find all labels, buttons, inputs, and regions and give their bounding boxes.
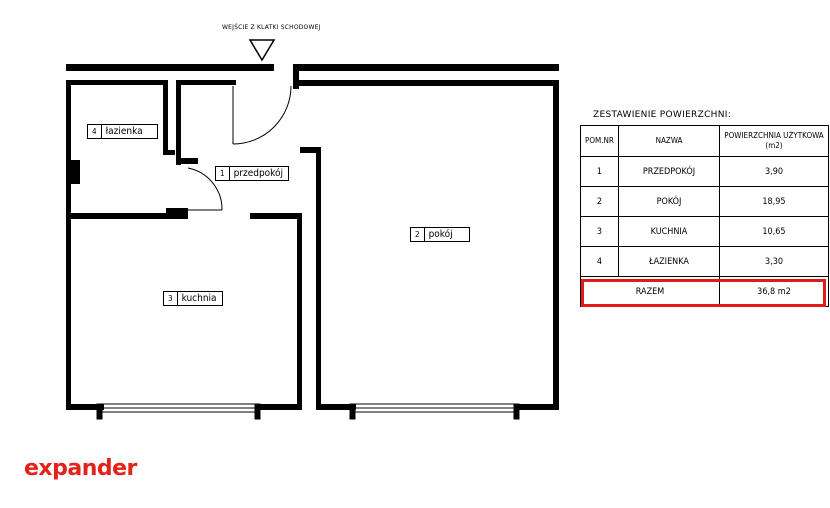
cell-nr: 3 — [580, 216, 619, 247]
wall-room-left — [316, 147, 321, 410]
room-name: kuchnia — [181, 293, 217, 304]
wall-bath-right — [163, 80, 168, 155]
table-row: 3 KUCHNIA 10,65 — [580, 216, 829, 247]
room-label-kitchen: 3 kuchnia — [163, 291, 223, 306]
header-area: POWIERZCHNIA UŻYTKOWA (m2) — [719, 125, 829, 157]
room-number: 1 — [216, 167, 230, 180]
table-header-row: POM.NR NAZWA POWIERZCHNIA UŻYTKOWA (m2) — [580, 125, 829, 157]
cell-name: POKÓJ — [618, 186, 720, 217]
room-name: przedpokój — [233, 168, 284, 179]
wall-kitchen-right — [297, 216, 302, 410]
room-number: 4 — [88, 125, 102, 138]
total-highlight — [581, 279, 826, 307]
room-label-hallway: 1 przedpokój — [215, 166, 290, 181]
wall-left — [66, 80, 71, 410]
wall-top-left — [66, 64, 274, 71]
cell-name: KUCHNIA — [618, 216, 720, 247]
entrance-arrow-icon — [248, 39, 276, 62]
wall-kitchen-top — [66, 213, 166, 219]
cell-name: PRZEDPOKÓJ — [618, 156, 720, 187]
summary-title: ZESTAWIENIE POWIERZCHNI: — [593, 110, 732, 120]
table-row: 1 PRZEDPOKÓJ 3,90 — [580, 156, 829, 187]
room-name: pokój — [428, 229, 453, 240]
room-label-living: 2 pokój — [410, 227, 470, 242]
wall-bottom-left — [66, 404, 104, 410]
cell-area: 10,65 — [719, 216, 829, 247]
wall-top-right — [293, 64, 559, 71]
room-label-bathroom: 4 łazienka — [87, 124, 158, 139]
table-row: 2 POKÓJ 18,95 — [580, 186, 829, 217]
room-number: 3 — [164, 292, 178, 305]
cell-nr: 1 — [580, 156, 619, 187]
cell-area: 18,95 — [719, 186, 829, 217]
cell-name: ŁAZIENKA — [618, 246, 720, 277]
cell-area: 3,30 — [719, 246, 829, 277]
expander-logo: expander — [24, 456, 137, 481]
entrance-label: WEJŚCIE Z KLATKI SCHODOWEJ — [222, 24, 321, 31]
header-name: NAZWA — [618, 125, 720, 157]
room-number: 2 — [411, 228, 425, 241]
cell-nr: 4 — [580, 246, 619, 277]
cell-area: 3,90 — [719, 156, 829, 187]
cell-nr: 2 — [580, 186, 619, 217]
wall-right — [553, 80, 559, 410]
wall-bath-top — [66, 80, 166, 85]
header-nr: POM.NR — [580, 125, 619, 157]
table-row: 4 ŁAZIENKA 3,30 — [580, 246, 829, 277]
wall-bottom-right — [316, 404, 356, 410]
room-name: łazienka — [105, 126, 143, 137]
